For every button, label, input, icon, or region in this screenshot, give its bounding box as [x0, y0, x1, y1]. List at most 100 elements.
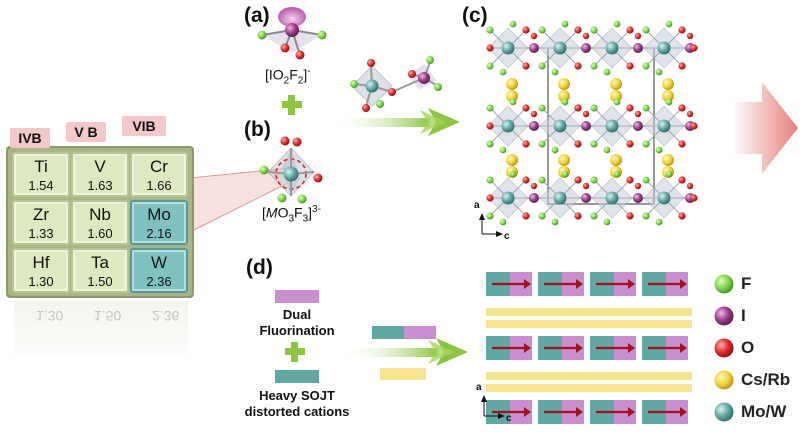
f-atom — [259, 165, 269, 175]
heavy-sojt-bar — [275, 370, 319, 383]
f-atom — [613, 98, 621, 106]
o-atom — [626, 176, 634, 184]
i-atom — [633, 43, 643, 53]
element-value: 1.66 — [146, 178, 172, 193]
panel-label-b: (b) — [244, 118, 271, 141]
zoom-line-bottom — [189, 181, 291, 233]
formula-sup: 3- — [312, 204, 321, 215]
element-value: 1.60 — [87, 226, 113, 241]
mo-atom — [283, 166, 299, 182]
o-atom — [634, 182, 642, 190]
f-atom — [499, 218, 507, 226]
f-atom — [317, 30, 327, 40]
i-atom — [581, 121, 591, 131]
o-atom — [582, 110, 590, 118]
o-atom — [574, 62, 582, 70]
formula-sup: - — [307, 66, 311, 77]
element-value: 1.63 — [87, 178, 113, 193]
element-value: 1.33 — [28, 226, 54, 241]
green-arrow-top — [340, 108, 460, 136]
formula-part: F — [289, 66, 298, 83]
f-atom — [509, 170, 517, 178]
reflection-value: 1.50 — [94, 308, 122, 324]
o-atom — [678, 104, 686, 112]
mo-atom — [657, 41, 671, 55]
io2f2-molecule — [257, 7, 327, 60]
green-arrow-bottom — [348, 338, 468, 366]
element-value: 2.16 — [146, 226, 172, 241]
legend-label-o: O — [741, 338, 755, 357]
o-atom — [686, 182, 694, 190]
formula-sub: 3 — [302, 213, 309, 225]
formula-part: O — [277, 204, 289, 221]
f-atom — [499, 68, 507, 76]
legend-swatch — [714, 402, 734, 422]
i-atom — [529, 121, 539, 131]
formula-part: [IO — [265, 66, 284, 83]
mo-atom — [553, 191, 567, 205]
combined-unit — [350, 56, 442, 112]
zoom-wedge — [190, 168, 290, 232]
table-reflection-text: 1.30 1.50 2.36 — [14, 300, 188, 330]
axis-label-c-c: c — [504, 231, 510, 242]
f-atom — [538, 104, 546, 112]
f-atom — [551, 218, 559, 226]
f-atom — [561, 98, 569, 106]
o-atom — [678, 212, 686, 220]
cs-layer — [486, 372, 692, 380]
group-header-ivb: IVB — [10, 128, 50, 148]
o-atom — [530, 32, 538, 40]
o-atom — [530, 182, 538, 190]
polarization-arrowhead — [628, 343, 635, 353]
f-atom — [538, 140, 546, 148]
o-atom — [582, 32, 590, 40]
mo-atom — [605, 119, 619, 133]
f-atom — [665, 170, 673, 178]
f-atom — [665, 98, 673, 106]
mo-atom — [501, 191, 515, 205]
polarization-arrowhead — [576, 407, 583, 417]
legend-label-i: I — [741, 306, 746, 325]
mo-atom — [657, 119, 671, 133]
cs-layer — [486, 308, 692, 316]
f-atom — [642, 176, 650, 184]
legend-label-mow: Mo/W — [741, 402, 787, 421]
mo-atom — [501, 41, 515, 55]
polarization-arrowhead — [628, 407, 635, 417]
element-symbol: Hf — [32, 253, 50, 272]
cs-atom — [506, 78, 518, 90]
cs-atom — [662, 78, 674, 90]
dual-fluorination-bar — [275, 290, 319, 303]
axis-label-a-c: a — [474, 200, 480, 211]
group-header-vb: V B — [66, 122, 106, 142]
o-atom — [522, 62, 530, 70]
legend-swatch — [714, 306, 734, 326]
reflection-value: 2.36 — [152, 308, 180, 324]
o-atom — [678, 62, 686, 70]
f-atom — [551, 68, 559, 76]
f-atom — [613, 170, 621, 178]
legend-swatch — [714, 274, 734, 294]
f-atom — [603, 68, 611, 76]
legend-label-f: F — [741, 274, 752, 293]
plus-sign-ab — [282, 95, 302, 115]
o-atom — [686, 32, 694, 40]
f-atom — [642, 212, 650, 220]
formula-part: M — [265, 204, 278, 221]
element-value: 1.54 — [28, 178, 54, 193]
i-atom — [529, 43, 539, 53]
cs-atom — [610, 90, 622, 102]
heavy-sojt-label: Heavy SOJT distorted cations — [236, 388, 358, 420]
polarization-arrowhead — [576, 343, 583, 353]
f-atom — [486, 140, 494, 148]
o-atom — [295, 50, 305, 60]
f-atom — [486, 26, 494, 34]
polarization-arrowhead — [680, 279, 687, 289]
f-atom — [297, 194, 307, 204]
